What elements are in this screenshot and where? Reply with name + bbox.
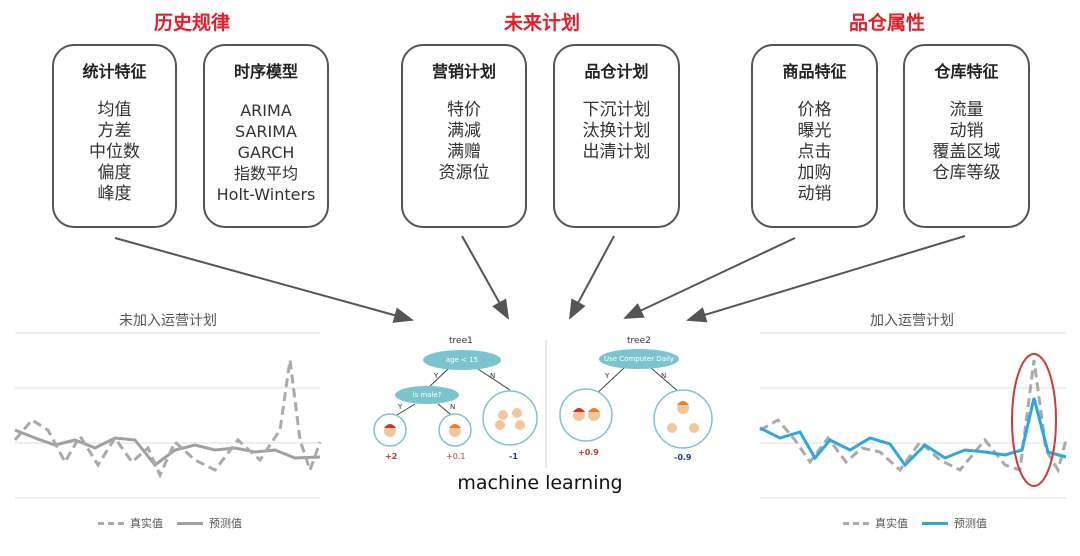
left-actual-line [13,359,322,479]
arrow-marketing-to-ml [461,235,509,320]
tree2-title: tree2 [627,336,651,346]
tree1-child-yes-label: Y [398,403,403,411]
box-item: 满赠 [447,142,481,162]
legend-actual-label: 真实值 [875,517,908,530]
box-item: 偏度 [97,163,132,183]
box-item: 覆盖区域 [932,142,1001,162]
legend-predicted-label: 预测值 [954,517,987,530]
tree2-root-node: Use Computer Daily [599,349,679,369]
tree1-score-leaf3: -1 [509,452,518,461]
box-item: ARIMA [240,101,292,120]
box-title: 营销计划 [431,62,496,81]
box-item: 点击 [797,142,832,162]
machine-learning-label: machine learning [457,472,623,494]
box-item: SARIMA [235,122,297,141]
highlight-ellipse [1011,353,1057,487]
box-stat-features: 统计特征 均值 方差 中位数 偏度 峰度 [52,44,177,228]
arrow-product-to-ml [623,237,796,319]
tree2-no-label: N [661,372,667,380]
left-plot-title: 未加入运营计划 [119,313,217,329]
box-item: 动销 [797,184,832,204]
legend-actual-swatch [98,521,124,525]
box-marketing-plan: 营销计划 特价 满减 满赠 资源位 [401,44,527,228]
box-item: GARCH [237,143,295,162]
right-actual-line [759,359,1068,474]
box-item: 均值 [97,100,132,120]
box-item: 动销 [949,121,984,141]
box-item: 方差 [97,121,132,141]
box-item: 价格 [797,100,832,120]
tree1-no-label: N [490,372,496,380]
arrow-warehouse-plan-to-ml [569,235,615,320]
box-item: 流量 [949,100,984,120]
arrow-history-to-ml [114,237,414,323]
box-item: 资源位 [438,163,490,183]
legend-actual-label: 真实值 [130,517,163,530]
tree1-score-leaf2: +0.1 [446,452,466,461]
right-legend: 真实值 预测值 [843,515,987,531]
tree1-child-no-label: N [450,403,456,411]
box-item: 下沉计划 [582,100,651,120]
right-predicted-line [759,397,1067,468]
tree2-score-leaf1: +0.9 [578,448,599,457]
box-title: 统计特征 [82,62,147,81]
tree1-score-leaf1: +2 [385,452,398,461]
left-legend: 真实值 预测值 [98,515,242,531]
box-item: Holt-Winters [216,185,316,204]
box-item: 汰换计划 [582,121,651,141]
box-item: 特价 [447,100,481,120]
box-product-warehouse-plan: 品仓计划 下沉计划 汰换计划 出清计划 [553,44,680,228]
category-history: 历史规律 [153,12,230,34]
tree2-yes-label: Y [605,372,610,380]
box-title: 时序模型 [233,62,298,81]
box-item: 加购 [797,163,832,183]
box-item: 满减 [447,121,481,141]
tree1-child-node: is male? [395,386,459,404]
box-item: 出清计划 [582,142,651,162]
right-plot-title: 加入运营计划 [870,313,954,329]
legend-predicted-label: 预测值 [209,517,242,530]
legend-predicted-swatch [177,521,203,525]
tree1-yes-label: Y [434,372,439,380]
box-time-series-models: 时序模型 ARIMA SARIMA GARCH 指数平均 Holt-Winter… [203,44,329,228]
legend-actual-swatch [843,521,869,525]
tree2-score-leaf2: -0.9 [674,453,692,462]
box-product-features: 商品特征 价格 曝光 点击 加购 动销 [751,44,878,228]
box-item: 曝光 [797,121,832,141]
box-title: 品仓计划 [584,62,649,81]
category-future: 未来计划 [503,12,580,34]
box-title: 商品特征 [782,62,847,81]
category-attributes: 品仓属性 [848,12,925,34]
legend-predicted-swatch [922,521,948,525]
tree1-title: tree1 [449,336,473,346]
tree1-root-node: age < 15 [423,350,501,370]
box-item: 指数平均 [233,164,298,183]
box-item: 中位数 [89,142,140,162]
box-item: 仓库等级 [932,163,1001,183]
box-warehouse-features: 仓库特征 流量 动销 覆盖区域 仓库等级 [903,44,1030,228]
box-item: 峰度 [97,184,132,204]
arrow-warehouse-to-ml [686,235,966,323]
box-title: 仓库特征 [934,62,999,81]
